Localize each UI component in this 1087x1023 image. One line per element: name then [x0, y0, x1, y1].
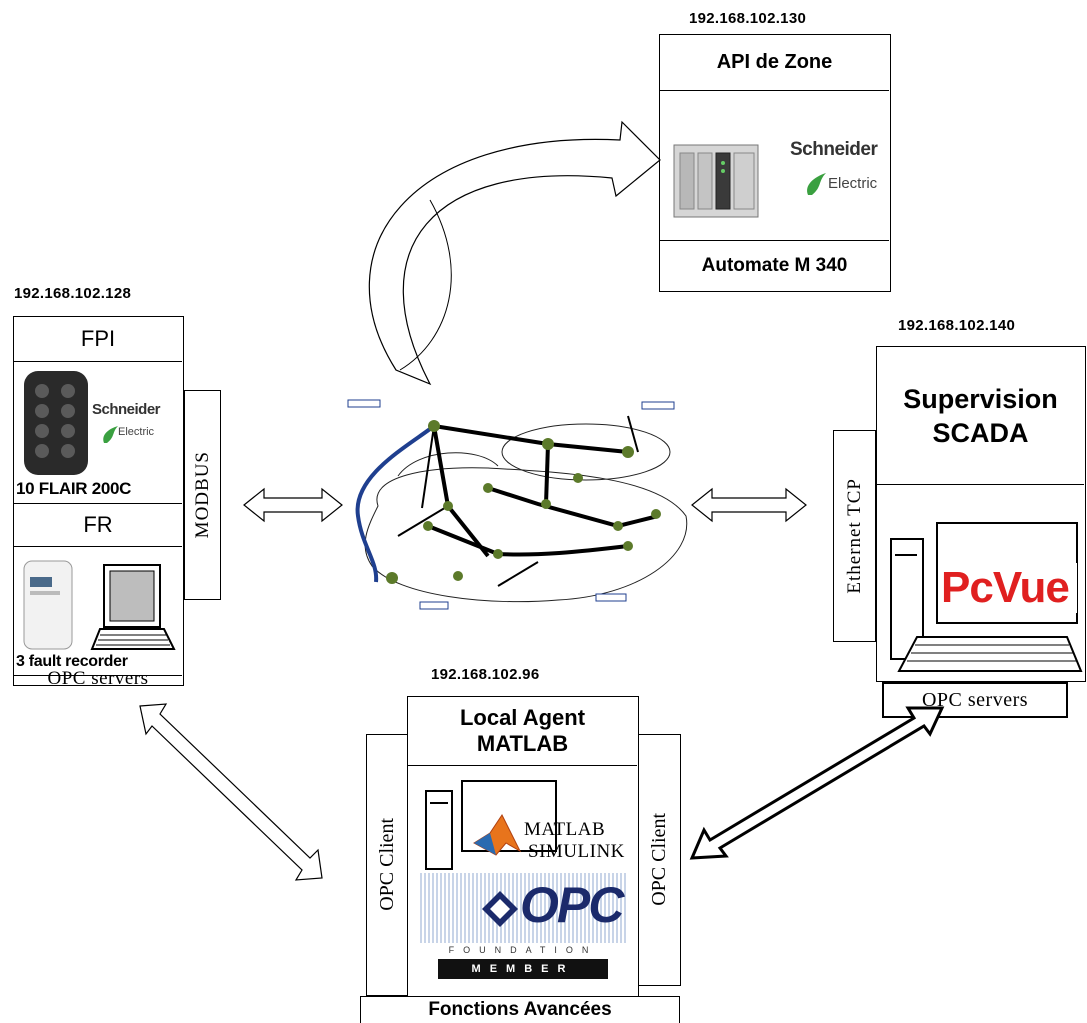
opc-diamond-icon — [482, 891, 518, 927]
matlab-membrane-icon — [473, 814, 522, 856]
opc-foundation-text: FOUNDATION — [448, 945, 598, 955]
agent-title-line2: MATLAB — [476, 731, 569, 756]
agent-footer: Fonctions Avancées — [360, 996, 680, 1023]
fault-recorder-icon — [23, 560, 73, 650]
opc-member-text: MEMBER — [438, 959, 608, 979]
recorder-caption: 3 fault recorder — [16, 653, 128, 670]
scada-title-line2: SCADA — [932, 417, 1029, 448]
curved-arrow-to-api — [368, 120, 661, 386]
fault-recorder-image — [20, 557, 76, 653]
scada-title-line1: Supervision — [903, 383, 1058, 414]
simulink-text: SIMULINK — [528, 841, 625, 862]
matlab-text: MATLAB — [524, 819, 606, 840]
fpi-node-box: FPI Schneider Electric 10 FLAIR 200C FR — [13, 316, 184, 689]
api-zone-footer: Automate M 340 — [660, 240, 889, 291]
agent-title-line1: Local Agent — [459, 705, 586, 730]
double-arrow-network-scada — [691, 487, 807, 523]
schneider-mark-icon — [103, 426, 118, 443]
scada-title: Supervision SCADA — [877, 347, 1084, 485]
opc-divider — [14, 675, 182, 685]
network-graph — [347, 399, 688, 610]
modbus-box: MODBUS — [184, 390, 221, 600]
agent-computer-icon — [425, 780, 557, 870]
agent-node-box: Local Agent MATLAB MATLAB SIMULINK OPC F… — [407, 696, 639, 998]
scada-node-box: Supervision SCADA PcVue — [876, 346, 1086, 682]
computer-icon — [90, 564, 176, 650]
schneider-logo: Schneider Electric — [92, 401, 182, 461]
pcvue-computer-image: PcVue — [887, 519, 1083, 679]
right-opc-client-box: OPC Client — [638, 734, 681, 986]
double-arrow-agent-scada — [689, 706, 945, 860]
fpi-node-ip: 192.168.102.128 — [14, 285, 132, 302]
flair-device-image — [22, 369, 92, 479]
opc-foundation-logo: OPC — [420, 873, 626, 943]
flair-device-icon — [24, 371, 88, 475]
schneider-mark-icon — [807, 173, 826, 195]
double-arrow-fpi-agent — [139, 703, 323, 881]
agent-node-ip: 192.168.102.96 — [431, 666, 540, 683]
double-arrow-fpi-network — [243, 487, 343, 523]
api-zone-ip: 192.168.102.130 — [689, 10, 807, 27]
network-topology-image — [338, 386, 688, 618]
plc-m340-image — [672, 135, 762, 221]
computer-image — [88, 561, 178, 653]
schneider-logo: Schneider Electric — [788, 139, 884, 219]
fpi-label: FPI — [14, 317, 182, 362]
api-zone-box: API de Zone Schneider Electric Automate … — [659, 34, 891, 292]
flair-caption: 10 FLAIR 200C — [16, 479, 132, 498]
plc-icon — [673, 144, 759, 218]
fr-label: FR — [14, 503, 182, 547]
pcvue-logo: PcVue — [941, 563, 1077, 613]
scada-node-ip: 192.168.102.140 — [898, 317, 1016, 334]
ethernet-box: Ethernet TCP — [833, 430, 876, 642]
api-zone-title: API de Zone — [660, 35, 889, 91]
agent-title: Local Agent MATLAB — [408, 697, 637, 766]
opc-servers-label: OPC servers — [47, 668, 149, 689]
